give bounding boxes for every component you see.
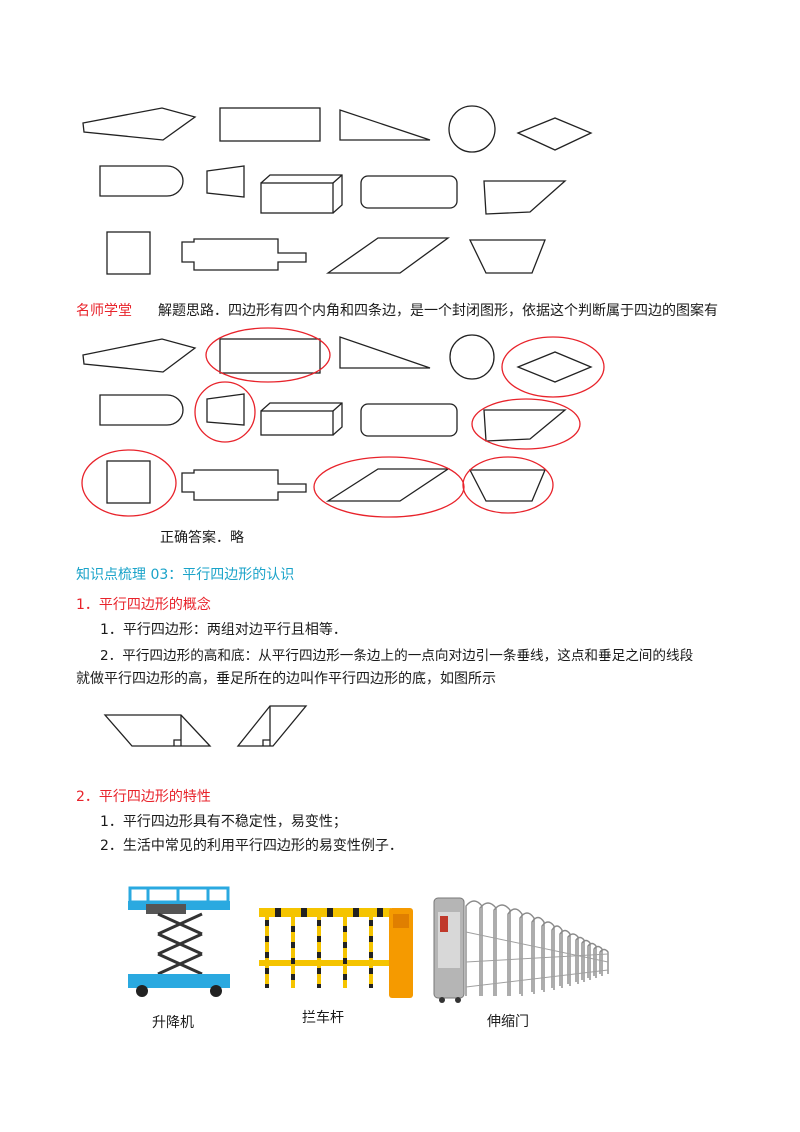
- shape-rectangle: [219, 107, 321, 142]
- concept-item-2-line2: 就做平行四边形的高，垂足所在的边叫作平行四边形的底，如图所示: [76, 671, 496, 687]
- shape-cuboid: [260, 174, 343, 214]
- shape-triangle: [339, 109, 431, 141]
- shape-key: [181, 238, 307, 271]
- property-item-1: 1．平行四边形具有不稳定性，易变性；: [100, 814, 347, 830]
- concept-item-1: 1．平行四边形：两组对边平行且相等．: [100, 622, 347, 638]
- concept-item-2-line1: 2．平行四边形的高和底：从平行四边形一条边上的一点向对边引一条垂线，这点和垂足之…: [100, 648, 694, 664]
- height-diagram-1: [103, 714, 212, 747]
- barrier-gate-image: [255, 900, 415, 1000]
- lift-caption: 升降机: [152, 1015, 194, 1031]
- shape-pentagon: [82, 107, 197, 141]
- solution-text: 解题思路．四边形有四个内角和四条边，是一个封闭图形，依据这个判断属于四边的图案有: [158, 303, 718, 319]
- answer-text: 正确答案．略: [160, 530, 244, 546]
- shapes-figure: [81, 105, 605, 747]
- section-title: 知识点梳理 03：平行四边形的认识: [76, 567, 295, 583]
- scissor-lift-image: [118, 882, 242, 998]
- shape-trapezoid-small: [206, 165, 245, 198]
- answer-circles: [81, 327, 605, 518]
- height-diagram-2: [236, 705, 308, 747]
- shape-quadrilateral: [483, 180, 567, 215]
- gate-caption: 伸缩门: [487, 1014, 529, 1030]
- barrier-caption: 拦车杆: [302, 1010, 344, 1026]
- concept-heading: 1．平行四边形的概念: [76, 597, 211, 613]
- teacher-label: 名师学堂: [76, 303, 132, 319]
- retractable-gate-image: [430, 892, 620, 1004]
- shape-trapezoid: [468, 239, 546, 274]
- shape-parallelogram: [325, 237, 450, 274]
- shape-circle: [448, 105, 496, 153]
- shape-square: [106, 231, 151, 275]
- shape-rounded-rectangle: [360, 175, 458, 209]
- shape-rhombus: [516, 117, 593, 151]
- property-item-2: 2．生活中常见的利用平行四边形的易变性例子．: [100, 838, 403, 854]
- shape-rounded-end: [99, 165, 184, 197]
- property-heading: 2．平行四边形的特性: [76, 789, 211, 805]
